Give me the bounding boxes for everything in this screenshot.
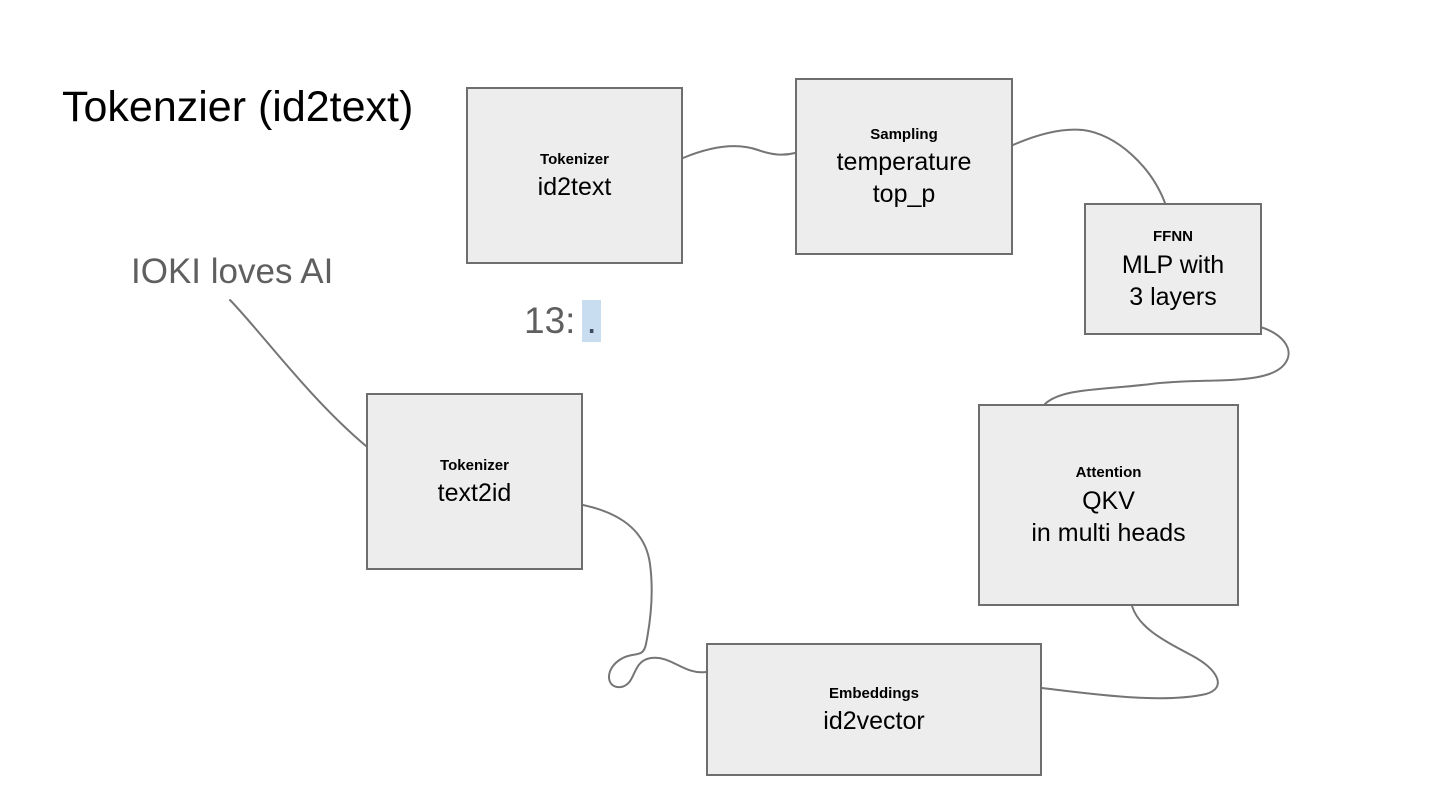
token-count-label: 13: bbox=[524, 300, 576, 341]
selected-token-text: . bbox=[586, 300, 597, 341]
connector-attention-to-embeddings[interactable] bbox=[1041, 605, 1219, 700]
node-text: MLP with bbox=[1121, 250, 1225, 279]
node-tokenizer-id2text[interactable]: Tokenizer id2text bbox=[466, 87, 683, 264]
connector-ffnn-to-attention[interactable] bbox=[1044, 325, 1290, 405]
node-label: Sampling bbox=[870, 125, 938, 143]
connector-id2text-to-sampling[interactable] bbox=[682, 145, 796, 159]
node-text: temperature bbox=[836, 148, 972, 177]
node-text: id2text bbox=[537, 173, 612, 202]
node-text: 3 layers bbox=[1129, 282, 1217, 311]
node-ffnn[interactable]: FFNN MLP with 3 layers bbox=[1084, 203, 1262, 335]
node-label: Tokenizer bbox=[440, 456, 509, 474]
node-text: id2vector bbox=[823, 707, 925, 736]
connector-sampling-to-ffnn[interactable] bbox=[1012, 128, 1166, 204]
connector-text2id-to-embeddings[interactable] bbox=[582, 504, 707, 689]
connector-ioki-to-text2id[interactable] bbox=[229, 299, 367, 447]
page-title[interactable]: Tokenzier (id2text) bbox=[62, 83, 414, 131]
node-tokenizer-text2id[interactable]: Tokenizer text2id bbox=[366, 393, 583, 570]
node-embeddings[interactable]: Embeddings id2vector bbox=[706, 643, 1042, 776]
node-text: QKV bbox=[1082, 486, 1135, 515]
token-counter-text[interactable]: 13:. bbox=[524, 300, 601, 342]
node-attention[interactable]: Attention QKV in multi heads bbox=[978, 404, 1239, 606]
note-ioki-loves-ai[interactable]: IOKI loves AI bbox=[131, 252, 334, 291]
node-text: text2id bbox=[437, 479, 512, 508]
node-text: in multi heads bbox=[1031, 518, 1186, 547]
node-label: Embeddings bbox=[828, 684, 919, 702]
node-label: FFNN bbox=[1153, 228, 1193, 246]
node-text: top_p bbox=[872, 180, 936, 209]
text-selection-highlight: . bbox=[582, 300, 601, 342]
node-sampling[interactable]: Sampling temperature top_p bbox=[795, 78, 1013, 255]
node-label: Tokenizer bbox=[540, 150, 609, 168]
node-label: Attention bbox=[1075, 464, 1142, 482]
